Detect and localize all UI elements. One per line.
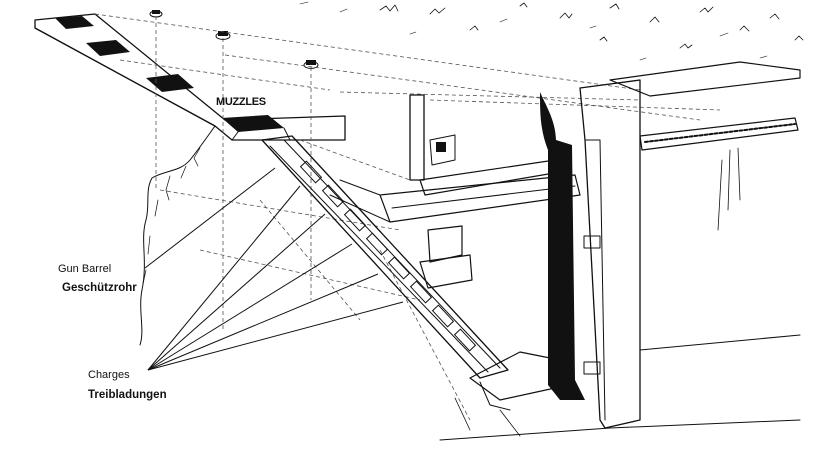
leader-charge-3 bbox=[147, 243, 353, 371]
vertical-shaft bbox=[540, 79, 641, 429]
leader-gun-barrel bbox=[144, 167, 276, 269]
right-structure bbox=[609, 61, 801, 351]
top-slab bbox=[34, 13, 346, 141]
inclined-gun-barrel bbox=[261, 135, 561, 411]
leader-charge-5 bbox=[147, 301, 404, 371]
leader-charge-4 bbox=[147, 273, 379, 371]
loading-mechanism bbox=[329, 94, 581, 289]
muzzle-opening bbox=[55, 16, 94, 29]
hidden-lines bbox=[94, 13, 721, 421]
leader-charge-1 bbox=[147, 185, 301, 371]
leader-lines bbox=[144, 167, 404, 371]
muzzle-opening bbox=[146, 74, 194, 92]
label-gun-barrel-en: Gun Barrel bbox=[58, 263, 111, 275]
surface-bolts bbox=[149, 10, 319, 69]
label-charges-en: Charges bbox=[88, 369, 130, 381]
muzzle-opening bbox=[86, 40, 130, 56]
terrain-vegetation bbox=[299, 1, 804, 61]
rock-face bbox=[139, 125, 216, 346]
leader-charge-2 bbox=[147, 213, 326, 371]
muzzle-opening bbox=[222, 115, 284, 132]
barrel-charge-segments bbox=[299, 160, 477, 352]
floor bbox=[439, 397, 801, 441]
label-charges-de: Treibladungen bbox=[88, 389, 167, 401]
label-gun-barrel-de: Geschützrohr bbox=[62, 282, 137, 294]
label-muzzles: MUZZLES bbox=[216, 96, 266, 108]
